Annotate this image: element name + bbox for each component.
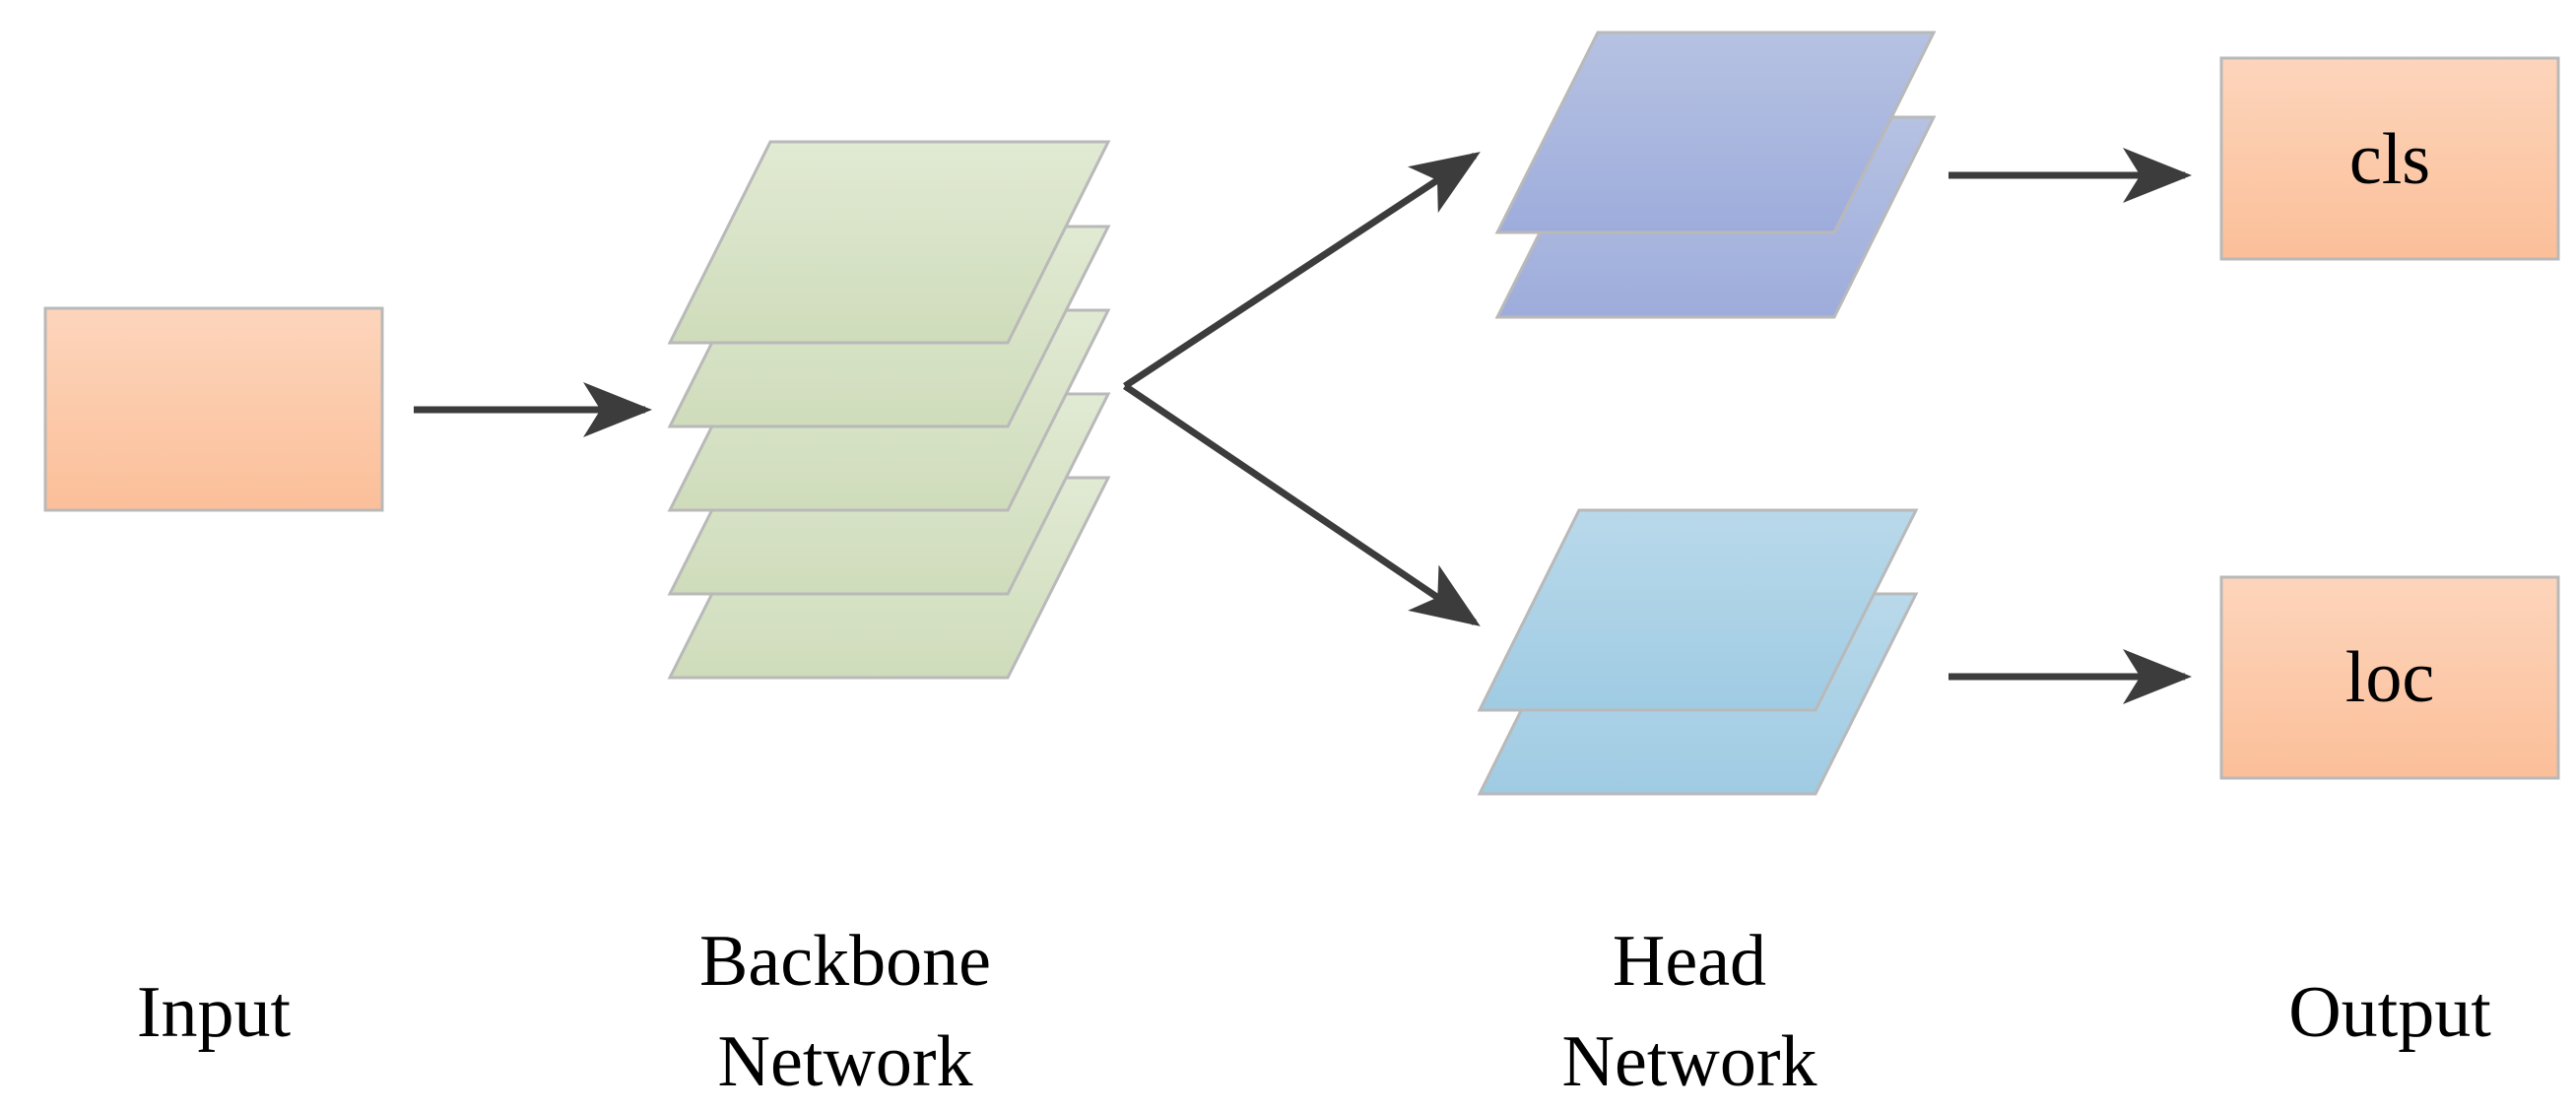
output-stage-label: Output [2288, 972, 2491, 1053]
head-stage-label-line2: Network [1562, 1021, 1817, 1102]
head-cls-layer-1 [1494, 31, 1937, 234]
head-stage-label-line1: Head [1613, 921, 1766, 1002]
backbone-layer-stack [667, 140, 1111, 680]
arrow-backbone-to-cls-head [1123, 152, 1481, 389]
input-box [43, 306, 384, 512]
loc-output-label: loc [2345, 637, 2434, 718]
loc-output-box [2219, 575, 2560, 780]
cls-output-box [2219, 56, 2560, 261]
backbone-stage-label-line2: Network [718, 1021, 973, 1102]
head-loc-layer-1 [1477, 508, 1919, 712]
head-cls-layer-stack [1494, 31, 1937, 319]
backbone-layer-1 [667, 140, 1111, 345]
head-loc-layer-stack [1477, 508, 1919, 796]
backbone-stage-label-line1: Backbone [699, 921, 991, 1002]
input-stage-label: Input [137, 972, 292, 1053]
cls-output-label: cls [2349, 119, 2430, 200]
arrow-backbone-to-loc-head [1123, 383, 1481, 626]
